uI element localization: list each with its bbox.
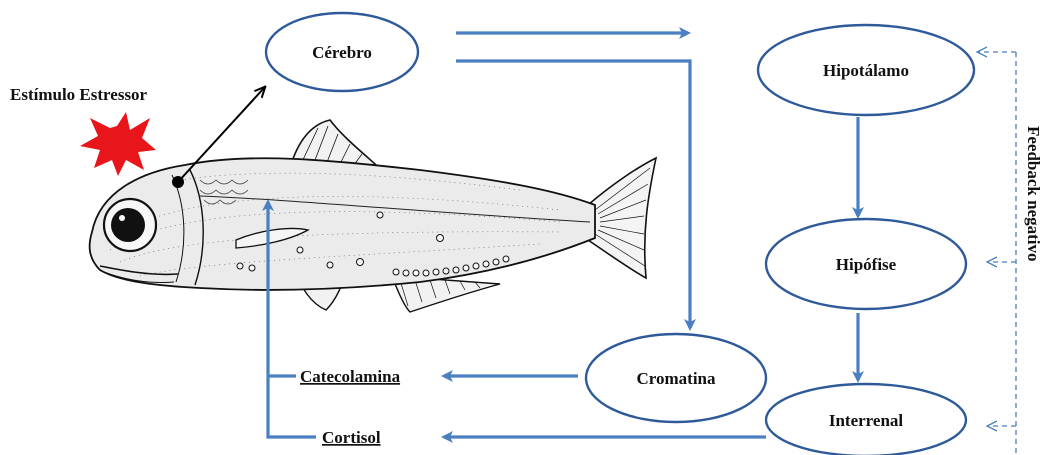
hipotalamo-label: Hipotálamo (823, 61, 909, 80)
node-hipofise: Hipófise (766, 219, 966, 309)
hipofise-label: Hipófise (836, 255, 897, 274)
red-starburst-icon (80, 112, 156, 176)
feedback-lines (978, 52, 1016, 455)
cortisol-label: Cortisol (322, 428, 381, 447)
node-cerebro: Cérebro (266, 13, 418, 91)
fish-illustration (90, 120, 656, 312)
cromatina-label: Cromatina (636, 369, 716, 388)
estimulo-label: Estímulo Estressor (10, 85, 148, 104)
catecolamina-label: Catecolamina (300, 367, 401, 386)
interrenal-label: Interrenal (829, 411, 904, 430)
node-hipotalamo: Hipotálamo (758, 25, 974, 115)
node-cromatina: Cromatina (586, 334, 766, 422)
node-interrenal: Interrenal (766, 384, 966, 455)
cerebro-label: Cérebro (312, 43, 372, 62)
feedback-label: Feedback negativo (1024, 126, 1043, 262)
